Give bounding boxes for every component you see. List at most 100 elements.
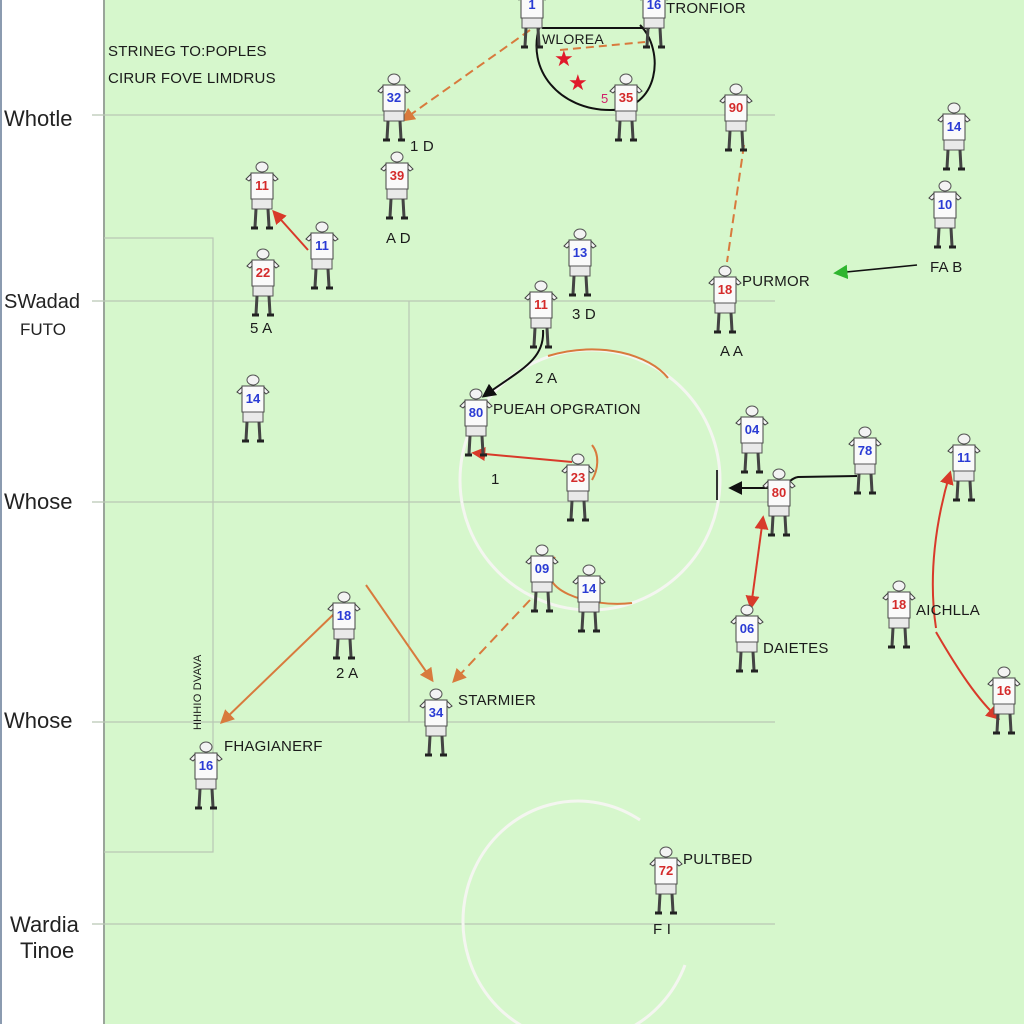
header-line-2: CIRUR FOVE LIMDRUS [108, 70, 276, 87]
label-wlorea: WLOREA [542, 31, 604, 47]
label-tronfior: TRONFIOR [666, 0, 746, 17]
player-number: 16 [647, 0, 661, 12]
player-figure: 39 [380, 151, 414, 220]
arrow-orange [219, 611, 337, 724]
player-number: 14 [947, 119, 962, 134]
arrow-red [935, 631, 1001, 720]
star-icon: ★ [554, 47, 574, 72]
player-figure: 23 [561, 453, 595, 522]
player-number: 23 [571, 470, 585, 485]
player-number: 10 [938, 197, 952, 212]
player-figure: 16 [189, 741, 223, 810]
player-figure: 18 [708, 265, 742, 334]
player-figure: 78 [848, 426, 882, 495]
player-figure: 04 [735, 405, 769, 474]
arrow-red [471, 447, 573, 463]
arrow-orange [400, 29, 531, 122]
pitch-area [104, 0, 1024, 1024]
player-number: 11 [315, 238, 329, 253]
label-pueah-opgration: PUEAH OPGRATION [493, 401, 641, 418]
label-a-d: A D [386, 230, 411, 247]
label-pultbed: PULTBED [683, 851, 753, 868]
player-figure: 14 [572, 564, 606, 633]
player-number: 90 [729, 100, 743, 115]
player-figure: 1 [518, 0, 546, 49]
player-figure: 16 [640, 0, 668, 49]
player-number: 22 [256, 265, 270, 280]
arrow-orange [726, 144, 745, 263]
player-figure: 14 [937, 102, 971, 171]
arrow-orange [452, 599, 531, 684]
side-label-tinoe: Tinoe [20, 938, 75, 963]
player-figure: 72 [649, 846, 683, 915]
player-figure: 09 [525, 544, 559, 613]
player-number: 16 [199, 758, 213, 773]
header-line-1: STRINEG TO:POPLES [108, 43, 267, 60]
label-starmier: STARMIER [458, 692, 536, 709]
label-1: 1 [491, 471, 500, 488]
player-number: 18 [892, 597, 906, 612]
player-figure: 35 [609, 73, 643, 142]
lower-circle [461, 799, 687, 1024]
label-vertical-note: HHHIO DVAVA [192, 654, 204, 730]
player-number: 09 [535, 561, 549, 576]
arrow-orange-arc [547, 348, 669, 379]
player-number: 80 [772, 485, 786, 500]
star-icon: ★ [568, 71, 588, 96]
side-label-swadad: SWadad [4, 291, 80, 313]
label-2-a-center: 2 A [535, 370, 558, 387]
label-1-d: 1 D [410, 138, 434, 155]
player-number: 14 [246, 391, 261, 406]
arrow-red [272, 209, 309, 251]
player-figure: 22 [246, 248, 280, 317]
player-figure: 18 [882, 580, 916, 649]
player-number: 34 [429, 705, 444, 720]
side-label-whose-1: Whose [4, 489, 73, 514]
side-label-futo: FUTO [20, 320, 66, 339]
label-2-a-low: 2 A [336, 665, 359, 682]
side-label-whose-2: Whose [4, 708, 73, 733]
player-figure: 34 [419, 688, 453, 757]
player-figure: 11 [524, 280, 558, 349]
player-number: 04 [745, 422, 760, 437]
arrow-green [833, 264, 918, 280]
player-figure: 11 [305, 221, 339, 290]
player-figure: 06 [730, 604, 764, 673]
arrow-orange [559, 41, 646, 51]
movement-arrows [219, 29, 1001, 724]
player-number: 39 [390, 168, 404, 183]
player-number: 11 [255, 178, 269, 193]
player-number: 11 [534, 297, 548, 312]
arrow-orange-arc [591, 444, 599, 481]
player-figure: 13 [563, 228, 597, 297]
player-number: 13 [573, 245, 587, 260]
label-fa-b: FA B [930, 259, 963, 276]
player-number: 14 [582, 581, 597, 596]
arrow-red [745, 515, 769, 610]
player-number: 32 [387, 90, 401, 105]
label-a-a: A A [720, 343, 744, 360]
player-figure: 10 [928, 180, 962, 249]
label-purmor: PURMOR [742, 273, 810, 290]
label-f-i: F I [653, 921, 672, 938]
arrow-orange [365, 584, 434, 683]
player-number: 72 [659, 863, 673, 878]
player-figure: 90 [719, 83, 753, 152]
player-number: 18 [337, 608, 351, 623]
player-number: 16 [997, 683, 1011, 698]
label-aichlla: AICHLLA [916, 602, 980, 619]
label-3-d: 3 D [572, 306, 596, 323]
top-arc [535, 24, 656, 112]
player-number: 1 [528, 0, 535, 12]
player-number: 11 [957, 450, 971, 465]
player-figure: 11 [947, 433, 981, 502]
player-figure: 11 [245, 161, 279, 230]
arrow-red [931, 470, 954, 629]
player-number: 06 [740, 621, 754, 636]
side-label-whotle: Whotle [4, 106, 73, 131]
player-figure: 80 [762, 468, 796, 537]
label-fhagianerf: FHAGIANERF [224, 738, 323, 755]
